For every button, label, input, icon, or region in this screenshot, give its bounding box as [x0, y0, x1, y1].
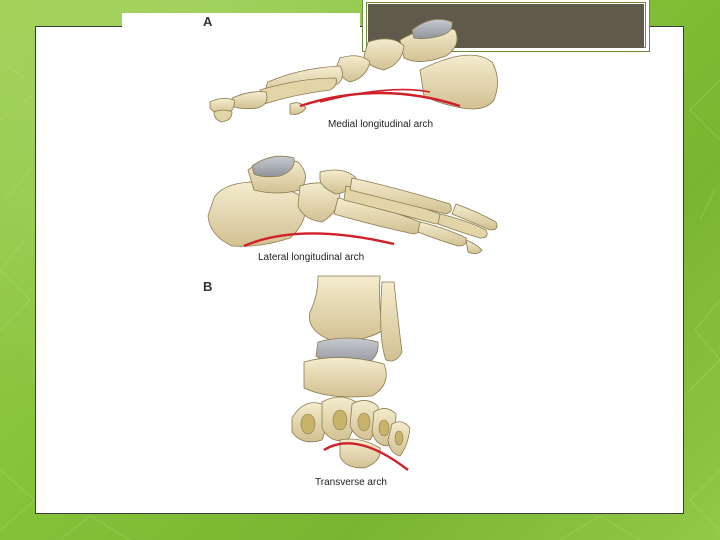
- medial-foot-bones: [210, 19, 498, 122]
- posterior-foot-bones: [292, 276, 410, 468]
- medial-arch-label: Medial longitudinal arch: [328, 119, 433, 130]
- transverse-arch-label: Transverse arch: [315, 477, 387, 488]
- lateral-foot-bones: [208, 156, 497, 253]
- lateral-arch-label: Lateral longitudinal arch: [258, 252, 364, 263]
